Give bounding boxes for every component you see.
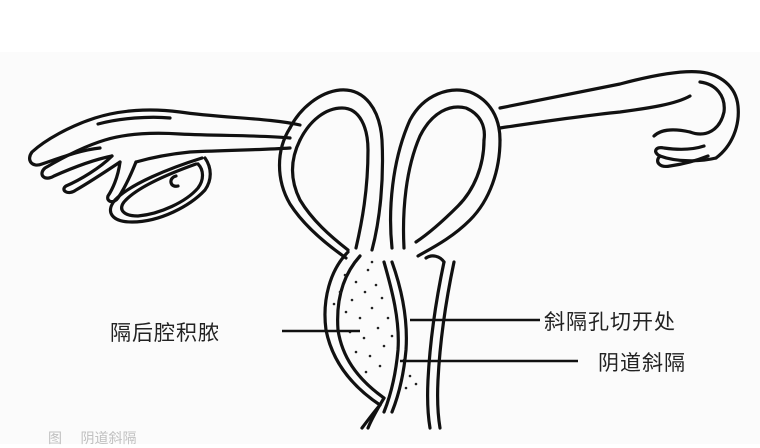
vagina-and-septum [323, 250, 456, 430]
left-ovary [109, 156, 212, 224]
figure-caption: 图 阴道斜隔 [48, 431, 137, 447]
leader-lines [282, 318, 578, 363]
label-septal-opening-incision: 斜隔孔切开处 [544, 310, 676, 334]
label-post-septal-pyocele: 隔后腔积脓 [110, 321, 220, 345]
right-fallopian-tube [498, 70, 740, 168]
top-whitespace [0, 0, 760, 52]
left-uterine-horn [277, 88, 385, 260]
label-vaginal-oblique-septum: 阴道斜隔 [598, 351, 686, 375]
left-fallopian-tube [28, 108, 302, 204]
right-uterine-horn [388, 88, 502, 258]
